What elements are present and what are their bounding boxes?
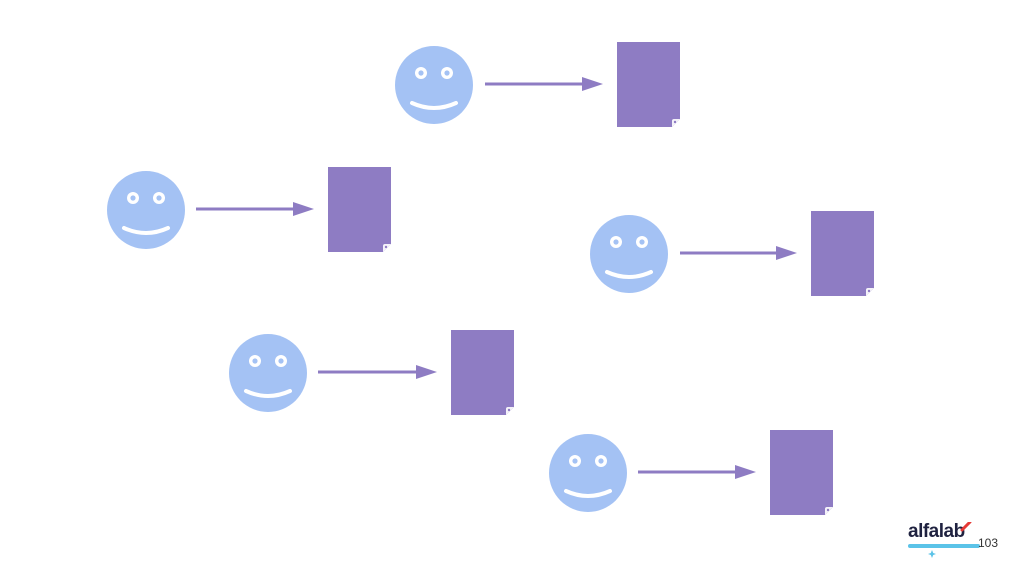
diagram-pair-lower-left bbox=[228, 330, 514, 415]
document-icon bbox=[451, 330, 514, 415]
document-icon bbox=[811, 211, 874, 296]
page-number: 103 bbox=[978, 536, 999, 550]
diagram-pair-bottom-right bbox=[548, 430, 833, 515]
diagram-pair-upper-left bbox=[106, 167, 391, 252]
arrow-right-icon bbox=[318, 365, 437, 379]
smiley-face-icon bbox=[589, 214, 669, 294]
arrow-right-icon bbox=[638, 465, 756, 479]
document-icon bbox=[617, 42, 680, 127]
smiley-face-icon bbox=[228, 333, 308, 413]
document-icon bbox=[328, 167, 391, 252]
alfalab-logo: alfalab bbox=[908, 522, 982, 560]
smiley-face-icon bbox=[548, 433, 628, 513]
smiley-face-icon bbox=[106, 170, 186, 250]
smiley-face-icon bbox=[394, 45, 474, 125]
diagram-pair-top bbox=[394, 42, 680, 127]
arrow-right-icon bbox=[196, 202, 314, 216]
diagram-pair-middle-right bbox=[589, 211, 874, 296]
logo-text: alfalab bbox=[908, 521, 965, 542]
logo-mark-icon bbox=[908, 522, 980, 558]
arrow-right-icon bbox=[485, 77, 603, 91]
document-icon bbox=[770, 430, 833, 515]
arrow-right-icon bbox=[680, 246, 797, 260]
